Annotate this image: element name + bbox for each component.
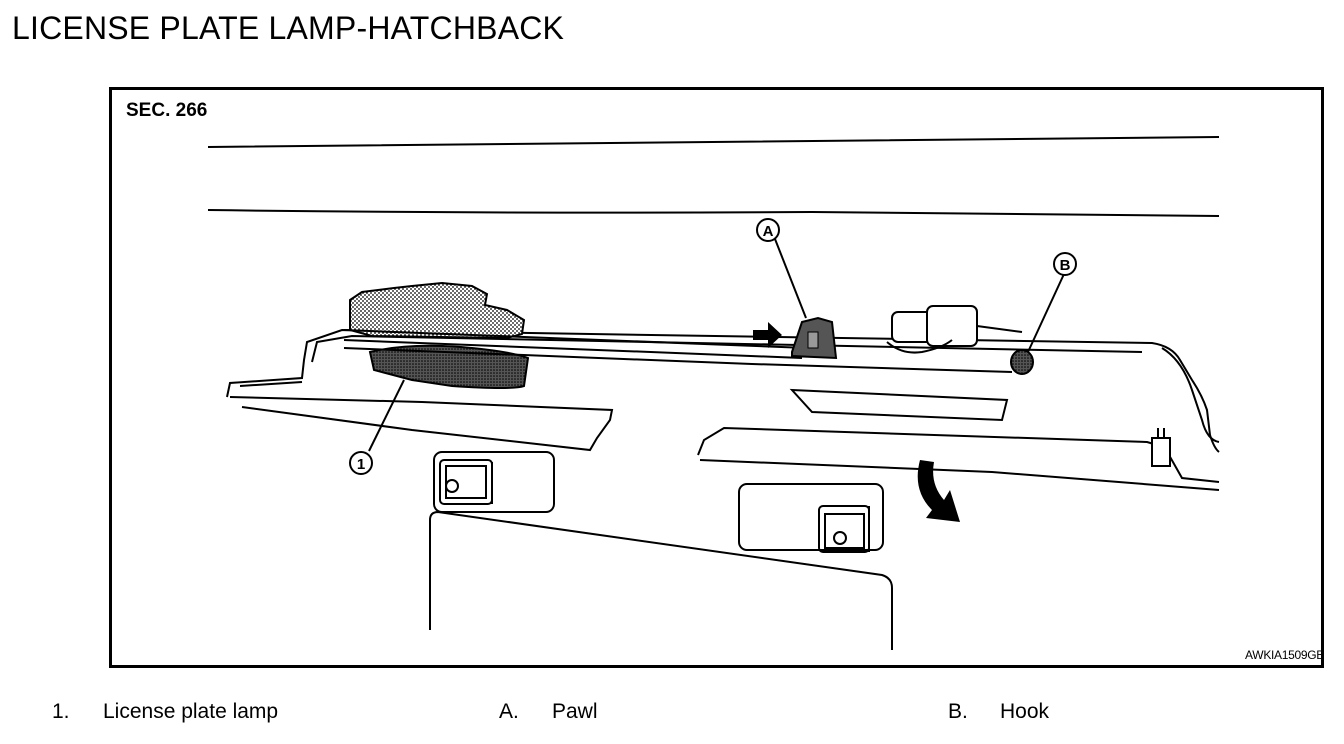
pawl-a <box>791 316 838 360</box>
callout-b: B <box>1053 252 1077 276</box>
figure-code: AWKIA1509GB <box>1245 648 1324 662</box>
section-label: SEC. 266 <box>126 100 208 121</box>
rotate-arrow <box>917 460 960 522</box>
legend-text-1: License plate lamp <box>103 700 279 723</box>
upper-panel-edges <box>207 136 1220 217</box>
lamp-rail <box>343 329 1013 373</box>
hook-b <box>1010 349 1034 375</box>
left-nut-bracket <box>439 459 493 505</box>
legend-key-b: B. <box>948 700 968 723</box>
push-arrow <box>753 322 782 348</box>
svg-text:A: A <box>763 223 774 240</box>
callout-1: 1 <box>349 451 373 475</box>
legend-text-b: Hook <box>1000 700 1050 723</box>
leader-lines <box>368 238 1065 452</box>
figure-frame: SEC. 266 <box>109 87 1324 668</box>
svg-text:B: B <box>1060 257 1071 274</box>
harness-connector <box>789 305 1023 422</box>
lamp-removal-illustration: A B 1 <box>207 136 1220 650</box>
hatchback-trim-lower <box>429 451 893 650</box>
svg-text:1: 1 <box>357 456 365 473</box>
legend-key-a: A. <box>499 700 519 723</box>
legend-text-a: Pawl <box>552 700 598 723</box>
page-title: LICENSE PLATE LAMP-HATCHBACK <box>12 10 565 46</box>
right-clip <box>1151 428 1171 467</box>
legend-key-1: 1. <box>52 700 70 723</box>
callout-a: A <box>756 218 780 242</box>
right-nut-bracket <box>818 505 870 553</box>
license-plate-lamp-1 <box>349 281 530 389</box>
legend: 1. License plate lamp A. Pawl B. Hook <box>0 700 1344 730</box>
